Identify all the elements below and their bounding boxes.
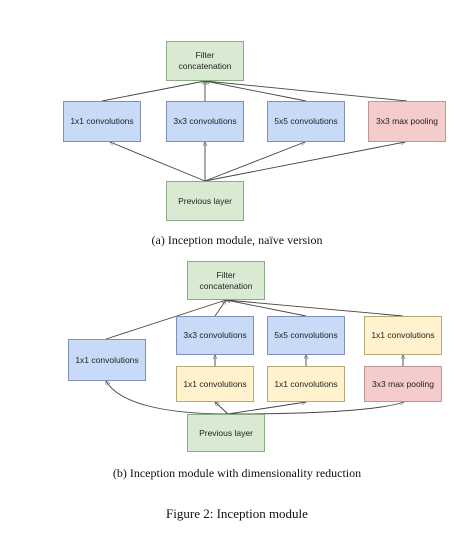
arrow-b-prev-to-reduce-a (215, 402, 229, 415)
arrow-a-1x1-to-concat (101, 81, 205, 102)
arrow-b-5x5-to-concat (226, 300, 307, 317)
a-previous-layer: Previous layer (166, 181, 244, 221)
b-conv-3x3: 3x3 convolutions (176, 316, 254, 355)
arrow-a-prev-to-5x5 (204, 142, 305, 182)
b-conv-5x5: 5x5 convolutions (267, 316, 345, 355)
figure-caption: Figure 2: Inception module (166, 506, 308, 521)
arrow-a-pool-to-concat (205, 81, 408, 102)
arrow-b-prev-to-1x1-left (106, 381, 229, 415)
arrow-b-1x1-top-to-concat (226, 300, 404, 317)
arrow-b-prev-to-reduce-b (227, 402, 306, 415)
arrow-b-1x1-left-to-concat (105, 300, 226, 340)
arrow-b-prev-to-pool (227, 402, 404, 415)
b-max-pooling: 3x3 max pooling (364, 366, 442, 402)
a-conv-1x1: 1x1 convolutions (63, 101, 141, 142)
b-conv-1x1-reduce-a: 1x1 convolutions (176, 366, 254, 402)
a-max-pooling: 3x3 max pooling (368, 101, 446, 142)
a-conv-5x5: 5x5 convolutions (267, 101, 345, 142)
a-conv-3x3: 3x3 convolutions (166, 101, 244, 142)
caption-b: (b) Inception module with dimensionality… (112, 466, 362, 480)
b-filter-concatenation: Filter concatenation (187, 261, 265, 300)
arrow-b-3x3-to-concat (214, 300, 226, 317)
b-conv-1x1-left: 1x1 convolutions (68, 339, 146, 381)
b-conv-1x1-top-right: 1x1 convolutions (364, 316, 442, 355)
caption-a: (a) Inception module, naïve version (151, 233, 323, 247)
arrow-a-prev-to-pool (204, 142, 405, 182)
b-previous-layer: Previous layer (187, 414, 265, 452)
a-filter-concatenation: Filter concatenation (166, 41, 244, 81)
arrow-a-prev-to-1x1 (110, 142, 206, 182)
arrow-a-5x5-to-concat (205, 81, 307, 102)
b-conv-1x1-reduce-b: 1x1 convolutions (267, 366, 345, 402)
